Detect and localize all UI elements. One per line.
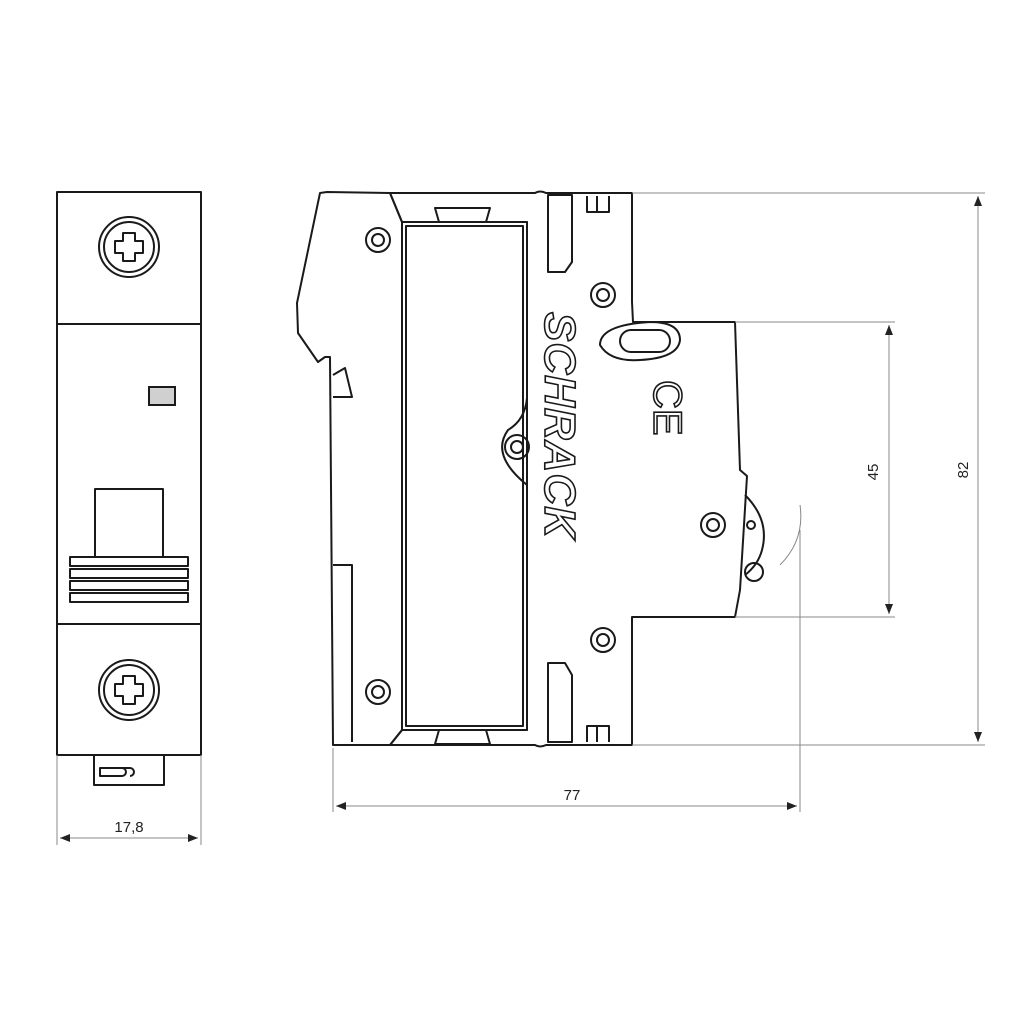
rivet-holes [365, 227, 726, 705]
front-body [56, 191, 202, 756]
dimension-handle-label: 45 [865, 464, 882, 481]
status-indicator [148, 386, 176, 406]
ce-mark: CE [645, 380, 689, 436]
screw-icon-bottom [98, 659, 160, 721]
center-bay [401, 221, 528, 731]
dimension-height-label: 82 [955, 462, 972, 479]
front-view: 17,8 [56, 191, 202, 845]
screw-icon-top [98, 216, 160, 278]
side-rail-hook [296, 191, 403, 746]
side-housing [389, 190, 748, 748]
brand-logo: SCHRACK [535, 312, 584, 541]
dimension-width-label: 17,8 [114, 819, 143, 836]
din-clip [93, 755, 165, 786]
side-view: SCHRACK CE 82 45 77 [296, 190, 985, 812]
toggle-handle [69, 488, 189, 603]
dimension-depth-label: 77 [564, 787, 581, 804]
